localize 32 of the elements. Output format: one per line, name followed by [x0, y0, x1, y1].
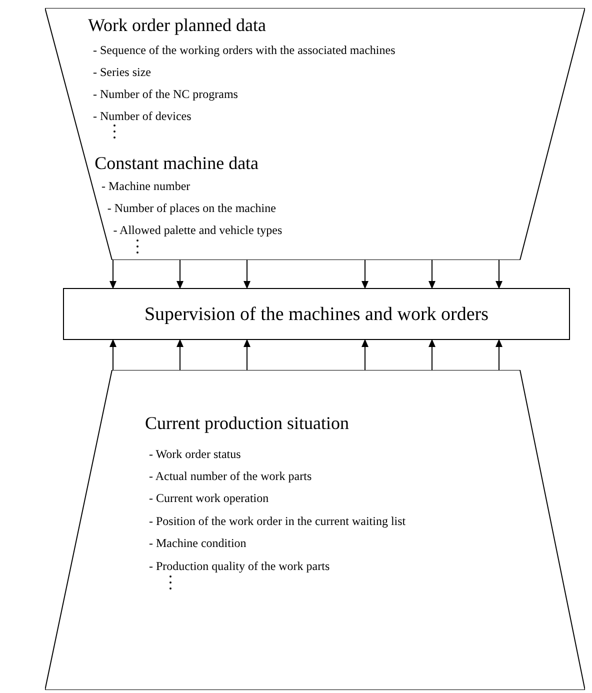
arrow: [244, 339, 250, 370]
list-item: - Position of the work order in the current waiting list: [149, 515, 406, 527]
list-item: - Series size: [93, 66, 151, 78]
arrow: [428, 339, 436, 370]
section-heading: Current production situation: [145, 414, 349, 432]
arrow: [244, 260, 250, 289]
list-item: - Sequence of the working orders with the associated machines: [93, 44, 396, 56]
arrow: [176, 339, 184, 370]
arrow: [496, 339, 502, 370]
trapezoid-panel: [45, 370, 585, 690]
arrow: [428, 260, 436, 289]
list-item: - Current work operation: [149, 492, 269, 504]
arrow: [362, 339, 368, 370]
arrow: [110, 339, 116, 370]
list-item: - Number of places on the machine: [107, 202, 276, 214]
section-heading: Work order planned data: [88, 16, 266, 34]
arrow: [496, 260, 502, 289]
arrow: [362, 260, 368, 289]
arrow: [176, 260, 184, 289]
list-item: - Actual number of the work parts: [149, 470, 312, 482]
arrow: [110, 260, 116, 289]
section-heading: Constant machine data: [94, 154, 259, 172]
list-item: - Number of devices: [93, 110, 192, 122]
box-title: Supervision of the machines and work orders: [144, 304, 489, 324]
list-item: - Work order status: [149, 448, 241, 460]
list-item: - Machine condition: [149, 537, 246, 549]
list-item: - Production quality of the work parts: [149, 560, 330, 572]
list-item: - Number of the NC programs: [93, 88, 238, 100]
list-item: - Machine number: [102, 180, 190, 192]
process-box: [63, 288, 570, 340]
list-item: - Allowed palette and vehicle types: [113, 224, 282, 236]
trapezoid-panel: [45, 8, 585, 260]
